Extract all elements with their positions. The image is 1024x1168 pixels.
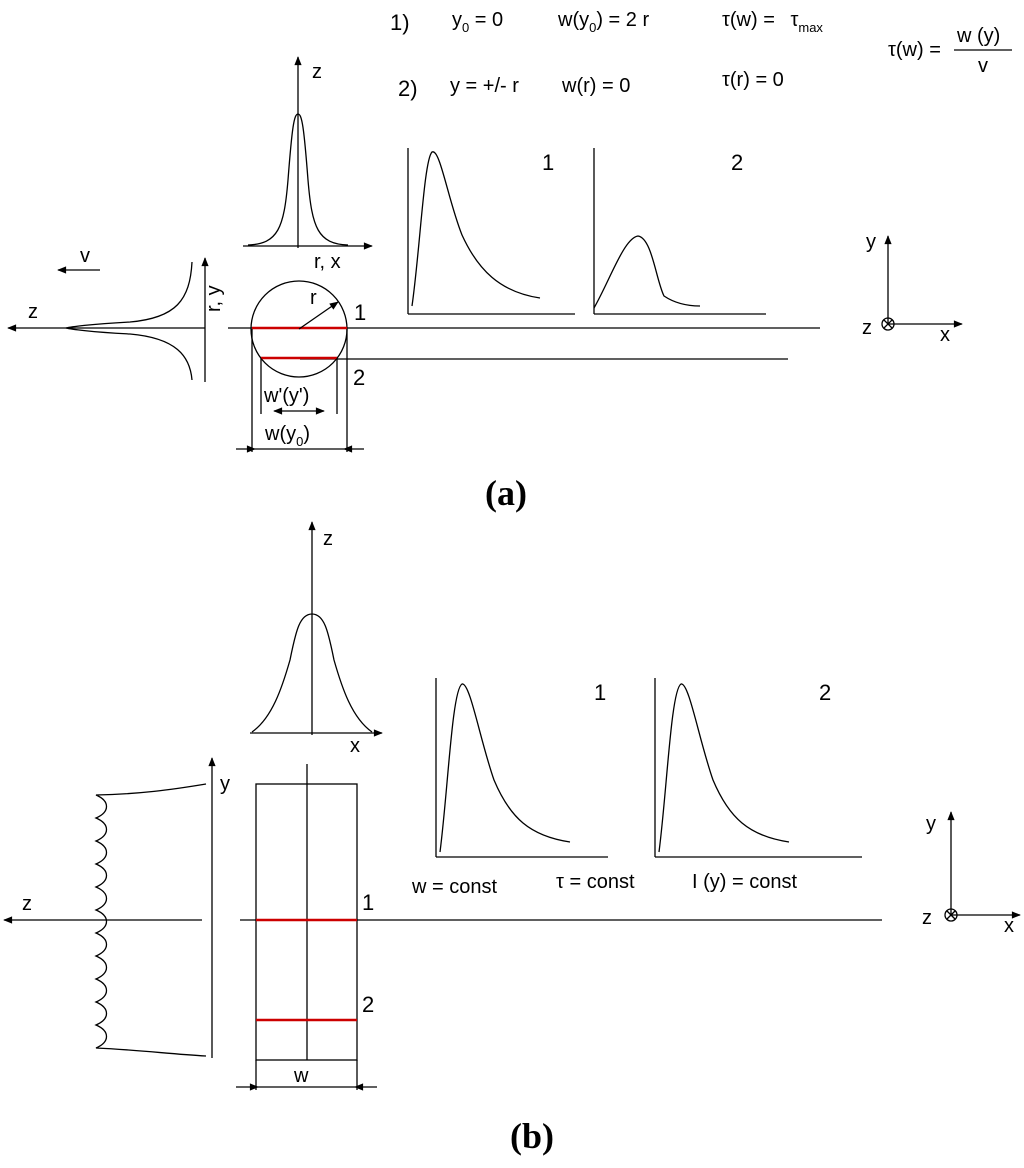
panel-a-rx-label: r, x — [314, 251, 341, 273]
panel-b-scalloped-profile — [94, 783, 207, 1057]
condition-2-y: y = +/- r — [450, 75, 519, 97]
panel-a-coord-z-label: z — [862, 317, 872, 339]
panel-a-wprime-label: w'(y') — [263, 385, 309, 407]
panel-a-wy0-label: w(y0) — [264, 423, 310, 449]
panel-a-line-2-label: 2 — [353, 365, 365, 390]
panel-b-coord-z-label: z — [922, 907, 932, 929]
panel-a-left-gaussian — [65, 261, 193, 381]
condition-2: 2) y = +/- r w(r) = 0 τ(r) = 0 — [398, 69, 784, 101]
panel-a-line-1-label: 1 — [354, 300, 366, 325]
panel-b-note-I: I (y) = const — [692, 871, 797, 893]
condition-2-number: 2) — [398, 76, 418, 101]
condition-1: 1) y0 = 0 w(y0) = 2 r τ(w) = τmax — [390, 9, 823, 35]
panel-a-plot2-label: 2 — [731, 150, 743, 175]
panel-b-caption: (b) — [510, 1116, 554, 1156]
panel-b-line-2-label: 2 — [362, 992, 374, 1017]
panel-a-ry-label: r, y — [203, 285, 225, 312]
condition-1-number: 1) — [390, 10, 410, 35]
condition-1-tau: τ(w) = τmax — [722, 9, 823, 35]
formula-lhs: τ(w) = — [888, 39, 941, 61]
panel-a-coord-x-label: x — [940, 324, 950, 346]
panel-b-z-label-top: z — [323, 528, 333, 550]
panel-b-line-1-label: 1 — [362, 890, 374, 915]
panel-a: z r, x v z r, y r 1 2 w'(y') w(y0) — [7, 56, 963, 513]
condition-1-width: w(y0) = 2 r — [557, 9, 649, 35]
panel-b-plot2-curve — [658, 683, 790, 853]
panel-a-coord-z-symbol — [881, 317, 895, 331]
panel-a-velocity-label: v — [80, 245, 90, 267]
panel-a-coord-z-cross-b — [883, 319, 893, 329]
panel-b-gaussian — [251, 613, 373, 733]
panel-b-y-label: y — [220, 773, 230, 795]
panel-b-plot2-label: 2 — [819, 680, 831, 705]
panel-a-coord-y-label: y — [866, 231, 876, 253]
condition-2-tau: τ(r) = 0 — [722, 69, 784, 91]
panel-b-z-label-left: z — [22, 893, 32, 915]
panel-b-note-tau: τ = const — [556, 871, 635, 893]
panel-b: z x y z 1 2 w 1 2 w = const τ = con — [3, 521, 1021, 1156]
panel-b-x-label: x — [350, 735, 360, 757]
tau-formula: τ(w) = w (y) v — [888, 25, 1012, 77]
panel-b-note-w: w = const — [411, 876, 497, 898]
panel-b-coord-z-symbol — [944, 908, 958, 922]
panel-b-plot1-label: 1 — [594, 680, 606, 705]
panel-b-plot1-curve — [439, 683, 571, 853]
panel-b-coord-x-label: x — [1004, 915, 1014, 937]
panel-b-coord-y-label: y — [926, 813, 936, 835]
panel-a-radius-arrow — [298, 301, 339, 330]
panel-a-plot1-curve — [411, 151, 541, 307]
panel-a-z-label-left: z — [28, 301, 38, 323]
panel-b-coord-z-cross-b — [946, 910, 956, 920]
panel-a-plot2-curve — [593, 235, 701, 309]
panel-a-z-label-top: z — [312, 61, 322, 83]
panel-b-w-label: w — [293, 1065, 309, 1087]
panel-a-caption: (a) — [485, 473, 527, 513]
panel-a-radius-label: r — [310, 287, 317, 309]
panel-a-upper-gaussian — [247, 113, 349, 246]
panel-a-plot1-label: 1 — [542, 150, 554, 175]
condition-1-y0: y0 = 0 — [452, 9, 503, 35]
condition-2-width: w(r) = 0 — [561, 75, 630, 97]
formula-denominator: v — [978, 55, 988, 77]
formula-numerator: w (y) — [956, 25, 1000, 47]
